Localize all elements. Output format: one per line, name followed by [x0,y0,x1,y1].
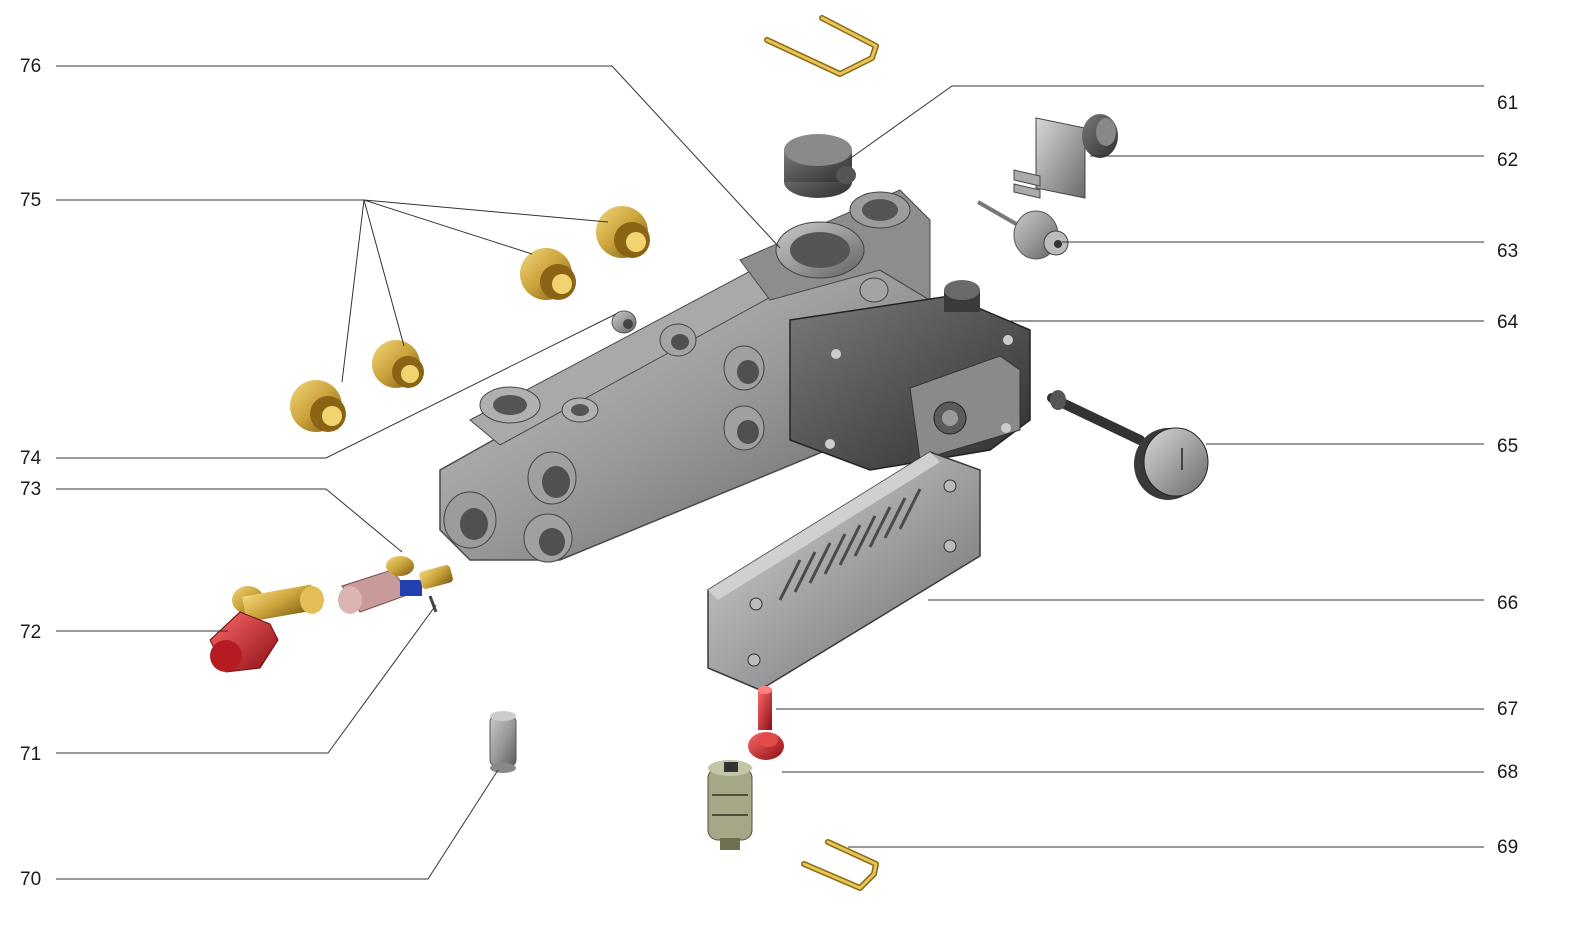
leader-75b [363,199,533,255]
leader-75d [341,199,365,383]
part-70-check-valve [489,711,517,773]
callout-70: 70 [20,869,41,890]
callout-65: 65 [1497,436,1518,457]
part-75-fitting-a [596,206,650,258]
callout-74: 74 [20,448,42,469]
leader-76 [56,65,781,249]
part-74-bush [611,310,637,334]
callout-75: 75 [20,190,41,211]
part-71-fitting-clip [400,565,453,613]
callout-69: 69 [1497,837,1518,858]
leader-75c [363,199,405,347]
part-66-heat-exchanger [707,451,981,691]
leader-70 [56,769,499,880]
part-72-safety-valve [209,584,324,673]
callout-61: 61 [1497,93,1518,114]
callout-62: 62 [1497,150,1518,171]
part-65-gauge [1047,390,1209,500]
callout-72: 72 [20,622,41,643]
part-68-knob [748,732,784,760]
leader-61 [847,85,1484,161]
part-75-fitting-c [372,340,424,388]
part-67-drain-valve [758,686,772,730]
callout-67: 67 [1497,699,1518,720]
part-63-sensor [977,200,1069,260]
leader-71 [56,604,437,754]
leader-73 [56,488,403,553]
callout-68: 68 [1497,762,1518,783]
callout-76: 76 [20,56,41,77]
part-61-cap [784,134,856,198]
part-filter [707,760,753,850]
part-73-temperature-sensor [338,556,414,614]
part-69-u-clip [801,839,879,891]
callout-71: 71 [20,744,41,765]
part-62-bracket [1013,114,1118,199]
u-clip-top [764,15,879,77]
callout-labels: 76 75 74 73 72 71 70 61 62 63 64 65 66 6… [20,56,1519,890]
leader-74 [56,313,617,459]
leader-75a [56,199,609,223]
part-64-pump [789,280,1031,471]
callout-63: 63 [1497,241,1518,262]
callout-64: 64 [1497,312,1519,333]
leader-lines [56,65,1484,880]
callout-73: 73 [20,479,41,500]
part-75-fitting-d [290,380,346,432]
callout-66: 66 [1497,593,1518,614]
part-75-fitting-b [520,248,576,300]
